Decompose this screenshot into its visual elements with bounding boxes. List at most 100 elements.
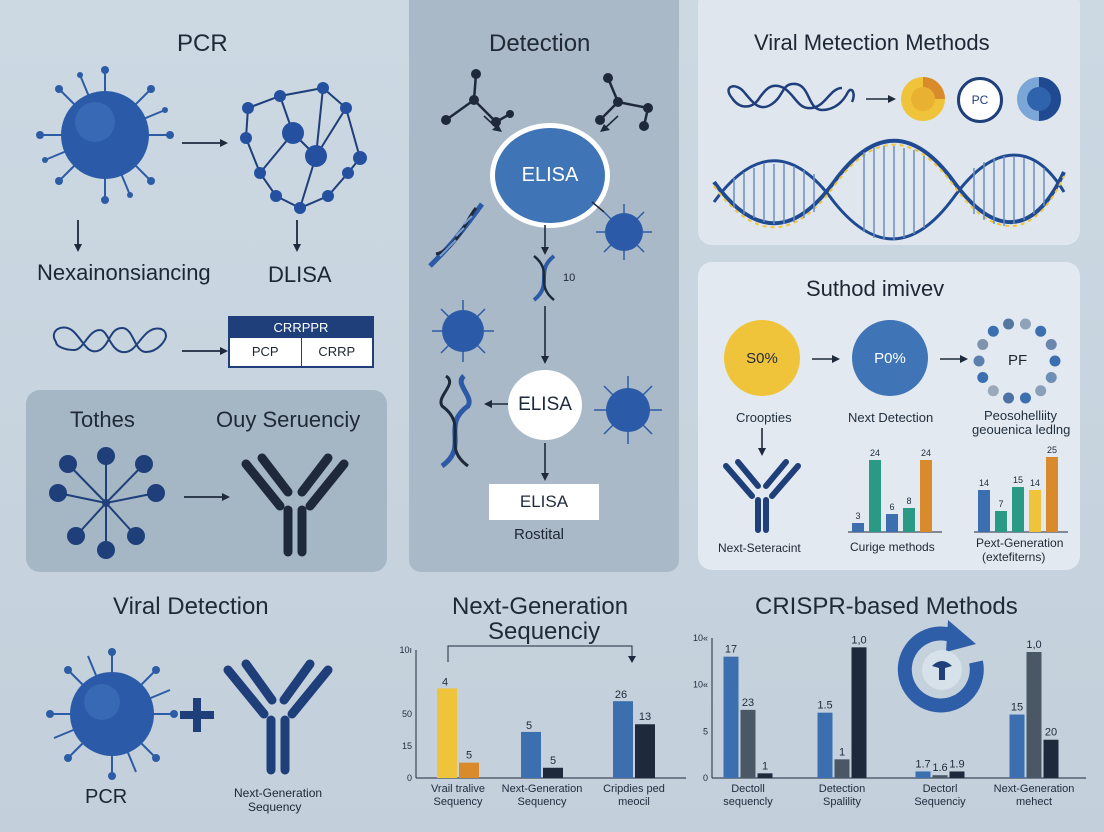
- x-tick-label: Detection: [819, 783, 865, 795]
- table-cell: CRRP: [318, 344, 356, 359]
- ring-dot: [1035, 385, 1047, 397]
- bar-label: 5: [550, 755, 556, 767]
- bar-label: 5: [466, 750, 472, 762]
- bar: [459, 762, 479, 778]
- table-cell: PCP: [230, 338, 302, 366]
- pcr-label-left: Nexainonsiancing: [37, 260, 211, 285]
- elisa-box: ELISA: [489, 484, 599, 520]
- cas-protein-icon: [932, 661, 952, 680]
- bar: [978, 490, 990, 532]
- bar: [543, 767, 563, 778]
- bar: [834, 759, 850, 778]
- chart2-caption: (extefiterns): [982, 550, 1046, 564]
- pcr-label-right: DLISA: [268, 262, 332, 287]
- ring-dot: [1003, 318, 1015, 330]
- y-tick-label: 0: [703, 773, 708, 783]
- bar: [886, 514, 898, 532]
- virus-icon: [594, 376, 662, 444]
- ring-icon: [973, 318, 1061, 404]
- ring-dot: [987, 385, 999, 397]
- ring-label: PF: [1008, 352, 1028, 369]
- antibody-icon: [223, 659, 333, 775]
- bar-label: 25: [1047, 445, 1057, 455]
- ring-dot: [977, 339, 989, 351]
- ring-dot: [1049, 355, 1061, 367]
- bar: [1046, 457, 1058, 532]
- x-tick-label: Sequency: [518, 796, 567, 808]
- chart2-caption: Pext-Generation: [976, 536, 1064, 550]
- viral-detection-caption: Next-Generation: [234, 786, 323, 800]
- y-tick-label: 10«: [693, 680, 708, 690]
- virus-icon: [596, 204, 652, 260]
- virus-icon: [36, 66, 174, 204]
- arrow-right-icon: [940, 355, 968, 363]
- arrow-icon: [600, 115, 619, 132]
- arrow-right-icon: [182, 347, 228, 355]
- x-tick-label: Vrail tralive: [431, 783, 485, 795]
- y-tick-label: 50: [402, 709, 412, 719]
- x-tick-label: mehect: [1016, 796, 1052, 808]
- arrow-head: [628, 656, 636, 663]
- ring-dot: [1045, 339, 1057, 351]
- x-tick-label: meocil: [618, 796, 650, 808]
- ring-dot: [987, 325, 999, 337]
- bar-label: 24: [921, 448, 931, 458]
- bar: [757, 773, 773, 778]
- viral-detection-caption: Sequency: [248, 800, 302, 814]
- x-tick-label: Next-Generation: [502, 783, 583, 795]
- bar-label: 23: [742, 697, 754, 709]
- bar-label: 1,0: [1026, 639, 1041, 651]
- ring-dot: [1035, 325, 1047, 337]
- arrow-down-icon: [541, 443, 549, 481]
- pc-badge: PC: [957, 77, 1003, 123]
- bar-label: 26: [615, 689, 627, 701]
- y-tick-label: 10«: [693, 633, 708, 643]
- suthod-caption: Peosohelliity: [984, 408, 1057, 423]
- viral-detection-caption: PCR: [85, 786, 128, 808]
- arrow-left-icon: [484, 400, 508, 408]
- arrow-right-icon: [812, 355, 840, 363]
- suthod-footer: Next-Seteracint: [718, 541, 801, 555]
- bar-label: 1.5: [817, 700, 832, 712]
- ring-dot: [977, 371, 989, 383]
- bar: [1029, 490, 1041, 532]
- bar: [915, 771, 931, 778]
- x-tick-label: Cripdies ped: [603, 783, 665, 795]
- crispr-title: CRISPR-based Methods: [755, 593, 1018, 620]
- connector-line: [447, 645, 633, 662]
- pcr-title: PCR: [177, 30, 228, 57]
- bar-label: 24: [870, 448, 880, 458]
- suthod-caption: Croopties: [736, 410, 792, 425]
- dna-wave-icon: [712, 138, 1066, 241]
- arrow-down-icon: [293, 220, 301, 252]
- bar-label: 15: [1011, 702, 1023, 714]
- dna-label: 10: [563, 272, 576, 284]
- bar: [851, 647, 867, 778]
- bar: [1026, 652, 1042, 778]
- suthod-caption: Next Detection: [848, 410, 934, 425]
- dna-loop-icon: [727, 82, 855, 112]
- bar-label: 6: [889, 502, 894, 512]
- elisa-circle-bottom: ELISA: [508, 370, 582, 440]
- detection-title: Detection: [489, 30, 591, 57]
- antibody-icon: [241, 453, 349, 557]
- crispr-bar-chart: 10«10«5017231Dectollsequencly1.511,0Dete…: [693, 620, 1086, 808]
- pie-icon: [1017, 77, 1061, 121]
- percent-circle: S0%: [724, 320, 800, 396]
- dna-loop-icon: [53, 326, 168, 354]
- bar: [920, 460, 932, 532]
- dna-icon: [439, 374, 472, 469]
- y-tick-label: 0: [407, 773, 412, 783]
- arrow-down-icon: [758, 428, 766, 456]
- viral-detection-title: Viral Detection: [113, 593, 269, 620]
- bar: [869, 460, 881, 532]
- x-tick-label: Dectorl: [923, 783, 958, 795]
- virus-icon: [46, 648, 178, 780]
- arrow-down-icon: [74, 220, 82, 252]
- ring-dot: [1003, 392, 1015, 404]
- bar-label: 1.9: [949, 758, 964, 770]
- chart1-caption: Curige methods: [850, 540, 935, 554]
- bar: [995, 511, 1007, 532]
